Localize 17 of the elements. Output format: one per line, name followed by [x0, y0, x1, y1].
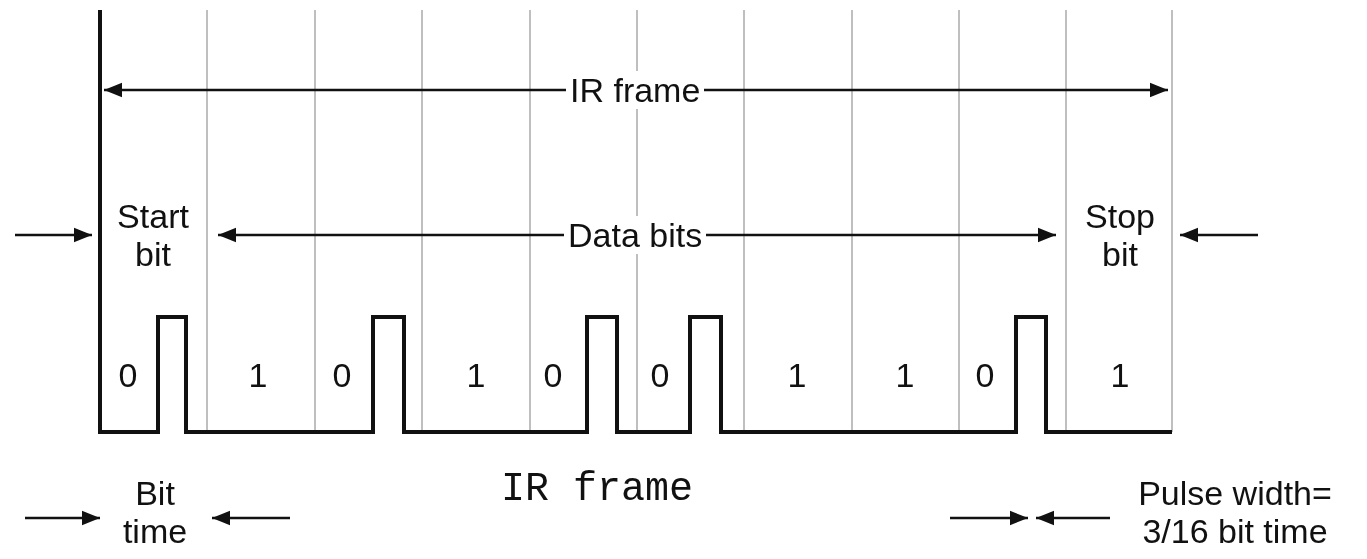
caption: IR frame — [501, 471, 694, 509]
bit-value: 0 — [649, 356, 671, 394]
bit-value: 1 — [786, 356, 808, 394]
bit-value: 0 — [117, 356, 139, 394]
bit-label: Start bit — [116, 197, 190, 273]
frame-label: Data bits — [564, 216, 707, 254]
bit-value: 0 — [974, 356, 996, 394]
bit-value: 0 — [542, 356, 564, 394]
bit-value: 1 — [247, 356, 269, 394]
bit-label: Stop bit — [1084, 197, 1156, 273]
bit-value: 0 — [331, 356, 353, 394]
dimension-label: Pulse width= 3/16 bit time — [1137, 474, 1333, 550]
frame-label: IR frame — [566, 71, 705, 109]
bit-value: 1 — [1109, 356, 1131, 394]
dimension-label: Bit time — [121, 474, 189, 550]
bit-value: 1 — [894, 356, 916, 394]
bit-value: 1 — [465, 356, 487, 394]
